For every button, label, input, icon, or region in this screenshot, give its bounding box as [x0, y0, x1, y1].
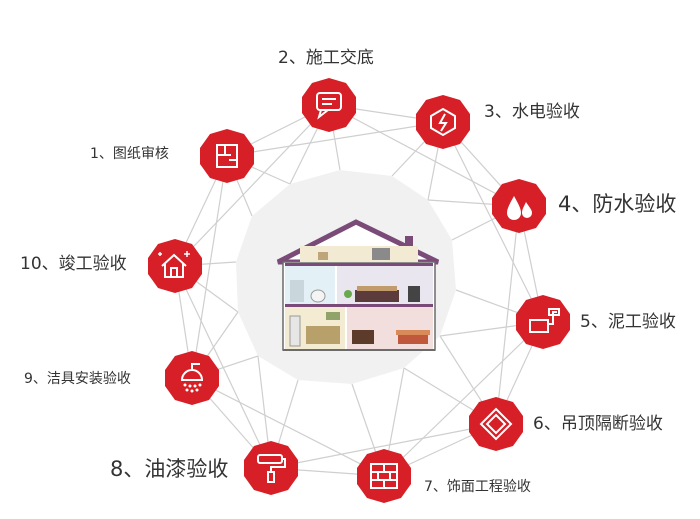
- node-6: [468, 396, 524, 452]
- node-2: [301, 77, 357, 133]
- speech-bubble-icon: [302, 78, 356, 132]
- paint-roller-icon: [244, 441, 298, 495]
- step-label-7: 7、饰面工程验收: [424, 479, 531, 495]
- house-illustration-icon: [276, 219, 440, 351]
- water-drops-icon: [492, 179, 546, 233]
- step-label-6: 6、吊顶隔断验收: [533, 414, 663, 434]
- step-label-5: 5、泥工验收: [580, 312, 676, 332]
- step-label-9: 9、洁具安装验收: [24, 371, 131, 387]
- lightning-icon: [416, 95, 470, 149]
- node-10: [147, 238, 203, 294]
- brick-wall-icon: [357, 449, 411, 503]
- blueprint-icon: [200, 129, 254, 183]
- node-3: [415, 94, 471, 150]
- node-4: [491, 178, 547, 234]
- node-7: [356, 448, 412, 504]
- shower-head-icon: [165, 351, 219, 405]
- trowel-icon: [516, 295, 570, 349]
- node-5: [515, 294, 571, 350]
- step-label-3: 3、水电验收: [484, 102, 580, 122]
- step-label-1: 1、图纸审核: [90, 146, 169, 162]
- step-label-8: 8、油漆验收: [110, 457, 229, 481]
- node-1: [199, 128, 255, 184]
- step-label-10: 10、竣工验收: [20, 254, 127, 274]
- node-8: [243, 440, 299, 496]
- ceiling-frame-icon: [469, 397, 523, 451]
- step-label-2: 2、施工交底: [278, 48, 374, 68]
- node-9: [164, 350, 220, 406]
- step-label-4: 4、防水验收: [558, 192, 677, 216]
- house-complete-icon: [148, 239, 202, 293]
